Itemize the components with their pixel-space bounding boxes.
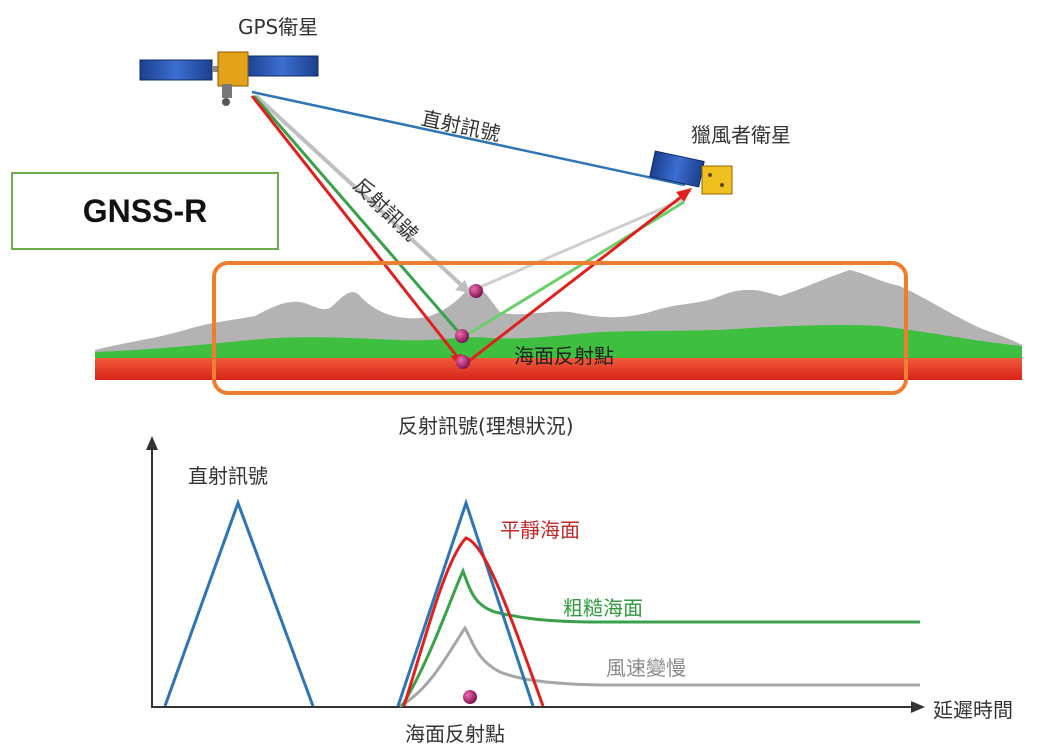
direct-signal-line xyxy=(251,90,686,187)
red-arrowhead-up xyxy=(676,188,692,202)
specular-point-label-bottom: 海面反射點 xyxy=(405,722,505,746)
specular-point-label-top: 海面反射點 xyxy=(514,344,614,368)
reflection-zone-highlight xyxy=(212,261,908,395)
green-incident-line xyxy=(252,95,464,337)
gray-incident-line xyxy=(254,94,472,295)
gps-satellite-icon xyxy=(139,51,319,106)
waveforms xyxy=(163,498,920,708)
red-incident-line xyxy=(250,95,465,365)
y-axis-arrow xyxy=(146,436,158,450)
gnss-r-box: GNSS-R xyxy=(11,172,279,250)
delay-time-label: 延遲時間 xyxy=(933,698,1013,722)
sea-surface-terrain xyxy=(95,270,1022,380)
x-axis-arrow xyxy=(911,701,925,713)
calm-sea-label: 平靜海面 xyxy=(500,518,580,542)
reflection-point-bottom xyxy=(463,690,477,704)
reflection-point-gray xyxy=(469,284,483,298)
calm-sea-wave xyxy=(402,536,545,707)
direct-signal-label-bottom: 直射訊號 xyxy=(188,464,268,488)
cygnss-satellite-icon xyxy=(649,150,733,195)
gps-satellite-label: GPS衛星 xyxy=(238,15,319,39)
reflection-point-red xyxy=(456,355,470,369)
direct-signal-wave xyxy=(163,498,315,707)
signal-paths xyxy=(250,90,692,368)
cygnss-satellite-label: 獵風者衛星 xyxy=(691,123,791,147)
calm-sea-blue-wave xyxy=(396,498,535,707)
delay-chart-axes xyxy=(146,436,925,713)
rough-sea-wave xyxy=(400,567,920,707)
gnss-r-title: GNSS-R xyxy=(82,192,208,229)
wind-slow-label: 風速變慢 xyxy=(606,656,686,680)
reflection-point-green xyxy=(455,329,469,343)
red-sea xyxy=(95,358,1022,380)
red-reflect-line xyxy=(464,188,691,366)
gray-reflect-line xyxy=(477,198,683,290)
gray-arrowhead xyxy=(455,280,470,293)
wind-slow-wave xyxy=(399,625,920,708)
rough-sea-label: 粗糙海面 xyxy=(563,596,643,620)
reflected-ideal-label: 反射訊號(理想狀況) xyxy=(398,414,574,438)
